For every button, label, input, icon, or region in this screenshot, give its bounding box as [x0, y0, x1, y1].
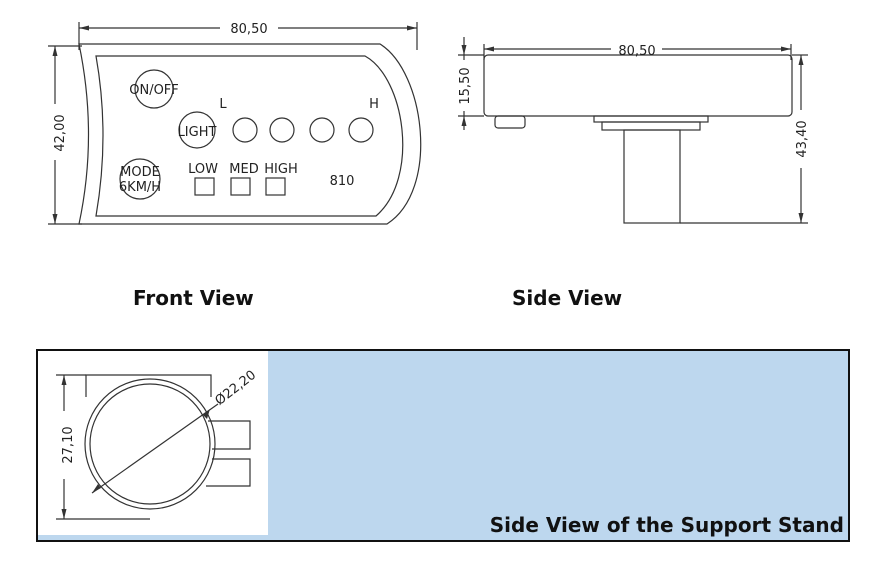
stand-height-label: 27,10: [61, 426, 76, 463]
speed-label-med: MED: [229, 162, 258, 177]
front-view-drawing: [48, 22, 422, 225]
mode-label-line2: 6KM/H: [119, 180, 161, 195]
level-indicator-2: [269, 117, 295, 143]
light-button-outline: [178, 111, 216, 149]
stand-clamp-tab-upper: [208, 420, 251, 450]
support-stand-panel: 27,10 Ø22,20 Side View of the Support St…: [36, 349, 850, 542]
on-off-button-outline: [134, 69, 174, 109]
stand-ring-outer: [84, 378, 216, 510]
speed-indicator-med: [230, 177, 251, 196]
front-width-label: 80,50: [230, 22, 267, 37]
side-total-height-dimension: [792, 54, 808, 223]
side-stand-post: [623, 129, 681, 224]
side-body-outline: [483, 54, 793, 117]
technical-drawing-canvas: 80,50 42,00 ON/OFF LIGHT MODE 6KM/H L H …: [48, 22, 810, 225]
stand-diameter-line: [91, 403, 219, 494]
stand-clamp-tab-lower: [206, 458, 251, 487]
support-stand-drawing: 27,10 Ø22,20: [56, 368, 260, 520]
side-view-labels: 80,50 15,50 43,40: [458, 44, 810, 158]
front-width-dimension: [78, 22, 418, 50]
stand-diameter-label: Ø22,20: [213, 368, 260, 409]
front-height-dimension: [48, 45, 82, 225]
speed-indicator-low: [194, 177, 215, 196]
side-mount-collar: [601, 121, 701, 131]
side-view-drawing: [458, 37, 808, 224]
speed-indicator-high: [265, 177, 286, 196]
side-width-dimension: [483, 44, 792, 60]
side-view-caption: Side View: [512, 286, 623, 310]
mode-button-outline: [119, 158, 161, 200]
level-indicator-4: [348, 117, 374, 143]
model-number: 810: [330, 174, 355, 189]
side-width-label: 80,50: [618, 44, 655, 59]
side-foot: [494, 115, 526, 129]
stand-top-flange: [85, 374, 212, 397]
front-height-label: 42,00: [53, 114, 68, 151]
front-housing-outline: [78, 43, 422, 225]
level-indicator-1: [232, 117, 258, 143]
level-indicator-3: [309, 117, 335, 143]
side-mount-plate: [593, 115, 709, 123]
front-panel-outline: [95, 55, 404, 217]
light-label: LIGHT: [178, 125, 217, 140]
mode-label-line1: MODE: [120, 165, 160, 180]
level-low-marker: L: [219, 97, 227, 112]
front-view-labels: 80,50 42,00 ON/OFF LIGHT MODE 6KM/H L H …: [53, 22, 379, 195]
side-total-height-label: 43,40: [795, 120, 810, 157]
side-body-height-dimension: [458, 37, 484, 130]
level-high-marker: H: [369, 97, 379, 112]
stand-ring-inner: [89, 383, 211, 505]
on-off-label: ON/OFF: [129, 83, 179, 98]
speed-label-low: LOW: [188, 162, 218, 177]
support-stand-caption: Side View of the Support Stand: [489, 513, 844, 537]
speed-label-high: HIGH: [264, 162, 297, 177]
front-view-caption: Front View: [133, 286, 254, 310]
side-body-height-label: 15,50: [458, 67, 473, 104]
